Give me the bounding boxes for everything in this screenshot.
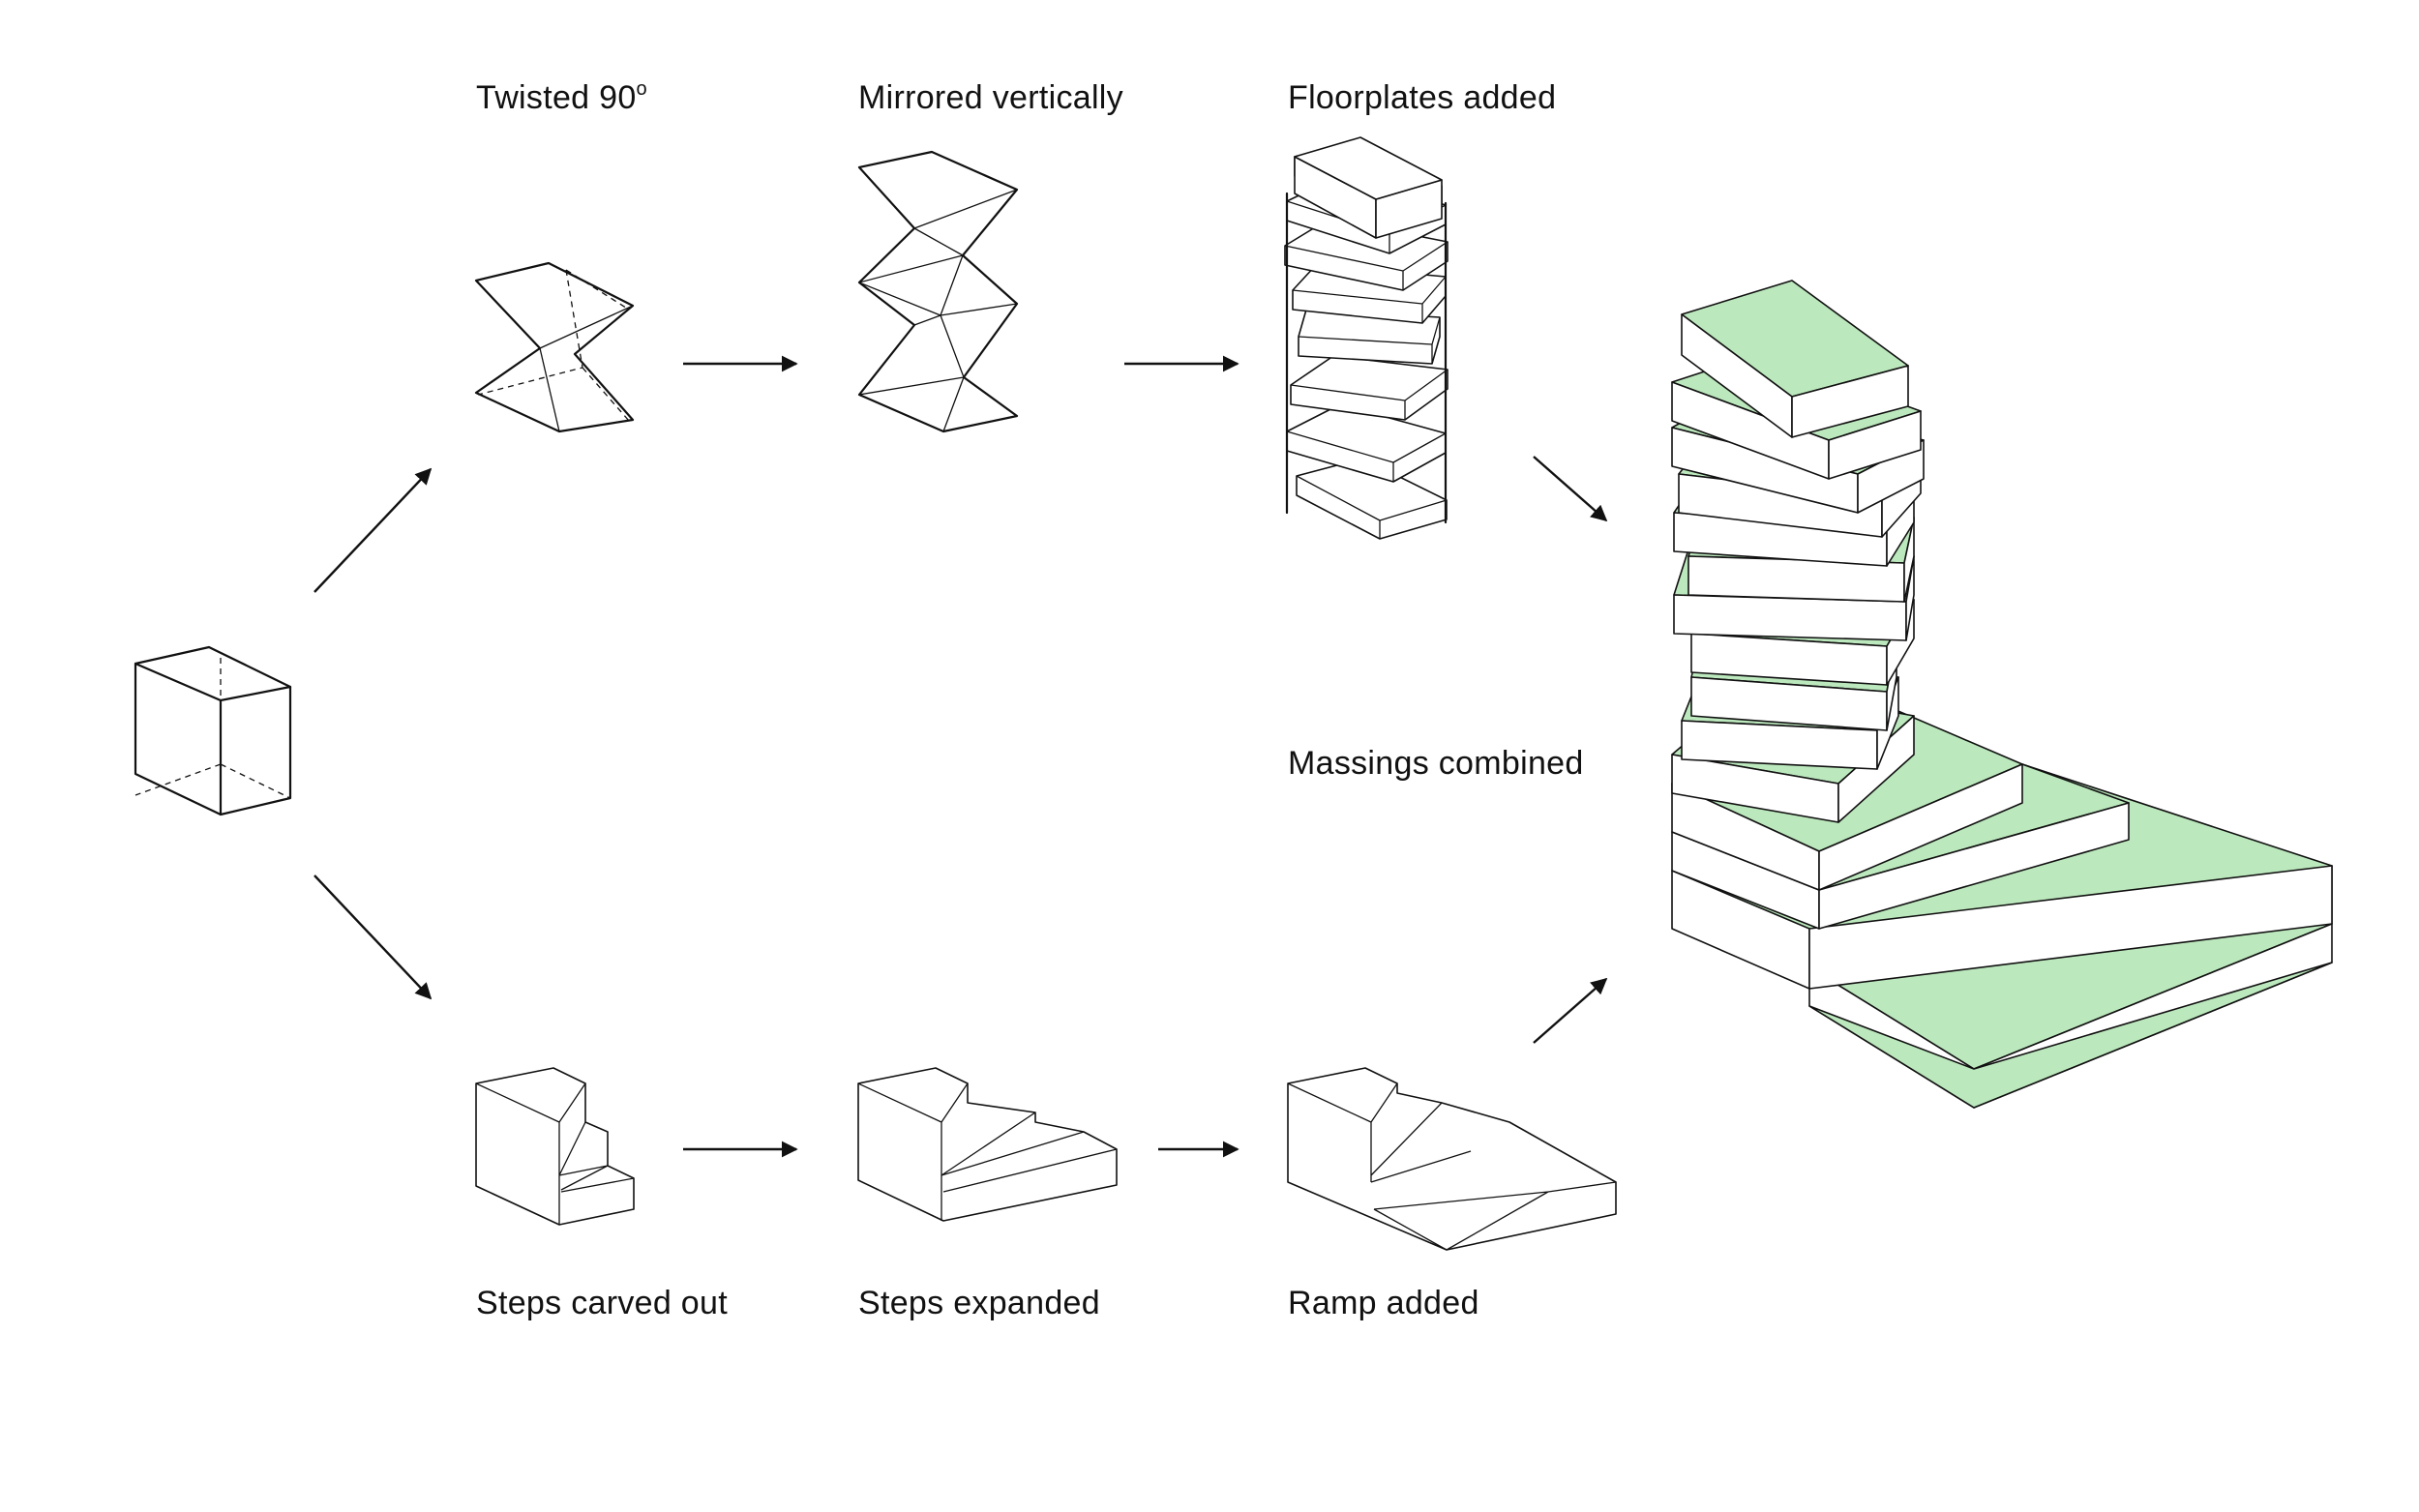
label-massings-combined: Massings combined	[1288, 745, 1584, 782]
floorplates-tower	[1284, 136, 1448, 540]
steps-carved-volume	[475, 1067, 635, 1226]
label-ramp-added: Ramp added	[1288, 1285, 1479, 1321]
combined-massing	[1671, 280, 2333, 1109]
label-steps-expanded: Steps expanded	[858, 1285, 1100, 1321]
mirrored-volume	[857, 150, 1019, 433]
label-twisted: Twisted 90o	[476, 78, 647, 116]
label-mirrored: Mirrored vertically	[858, 79, 1123, 116]
ground-green	[1808, 962, 2333, 1109]
arrow-ramp-to-combined	[1533, 977, 1608, 1044]
arrow-cube-to-steps	[314, 875, 433, 1000]
ramp-volume	[1287, 1067, 1617, 1251]
arrow-cube-to-twisted	[314, 467, 433, 593]
steps-expanded-volume	[857, 1067, 1118, 1222]
twisted-volume	[474, 261, 635, 433]
label-steps-carved: Steps carved out	[476, 1285, 728, 1321]
arrow-floorplates-to-combined	[1533, 456, 1608, 522]
base-cube	[134, 645, 292, 816]
label-floorplates: Floorplates added	[1288, 79, 1556, 116]
